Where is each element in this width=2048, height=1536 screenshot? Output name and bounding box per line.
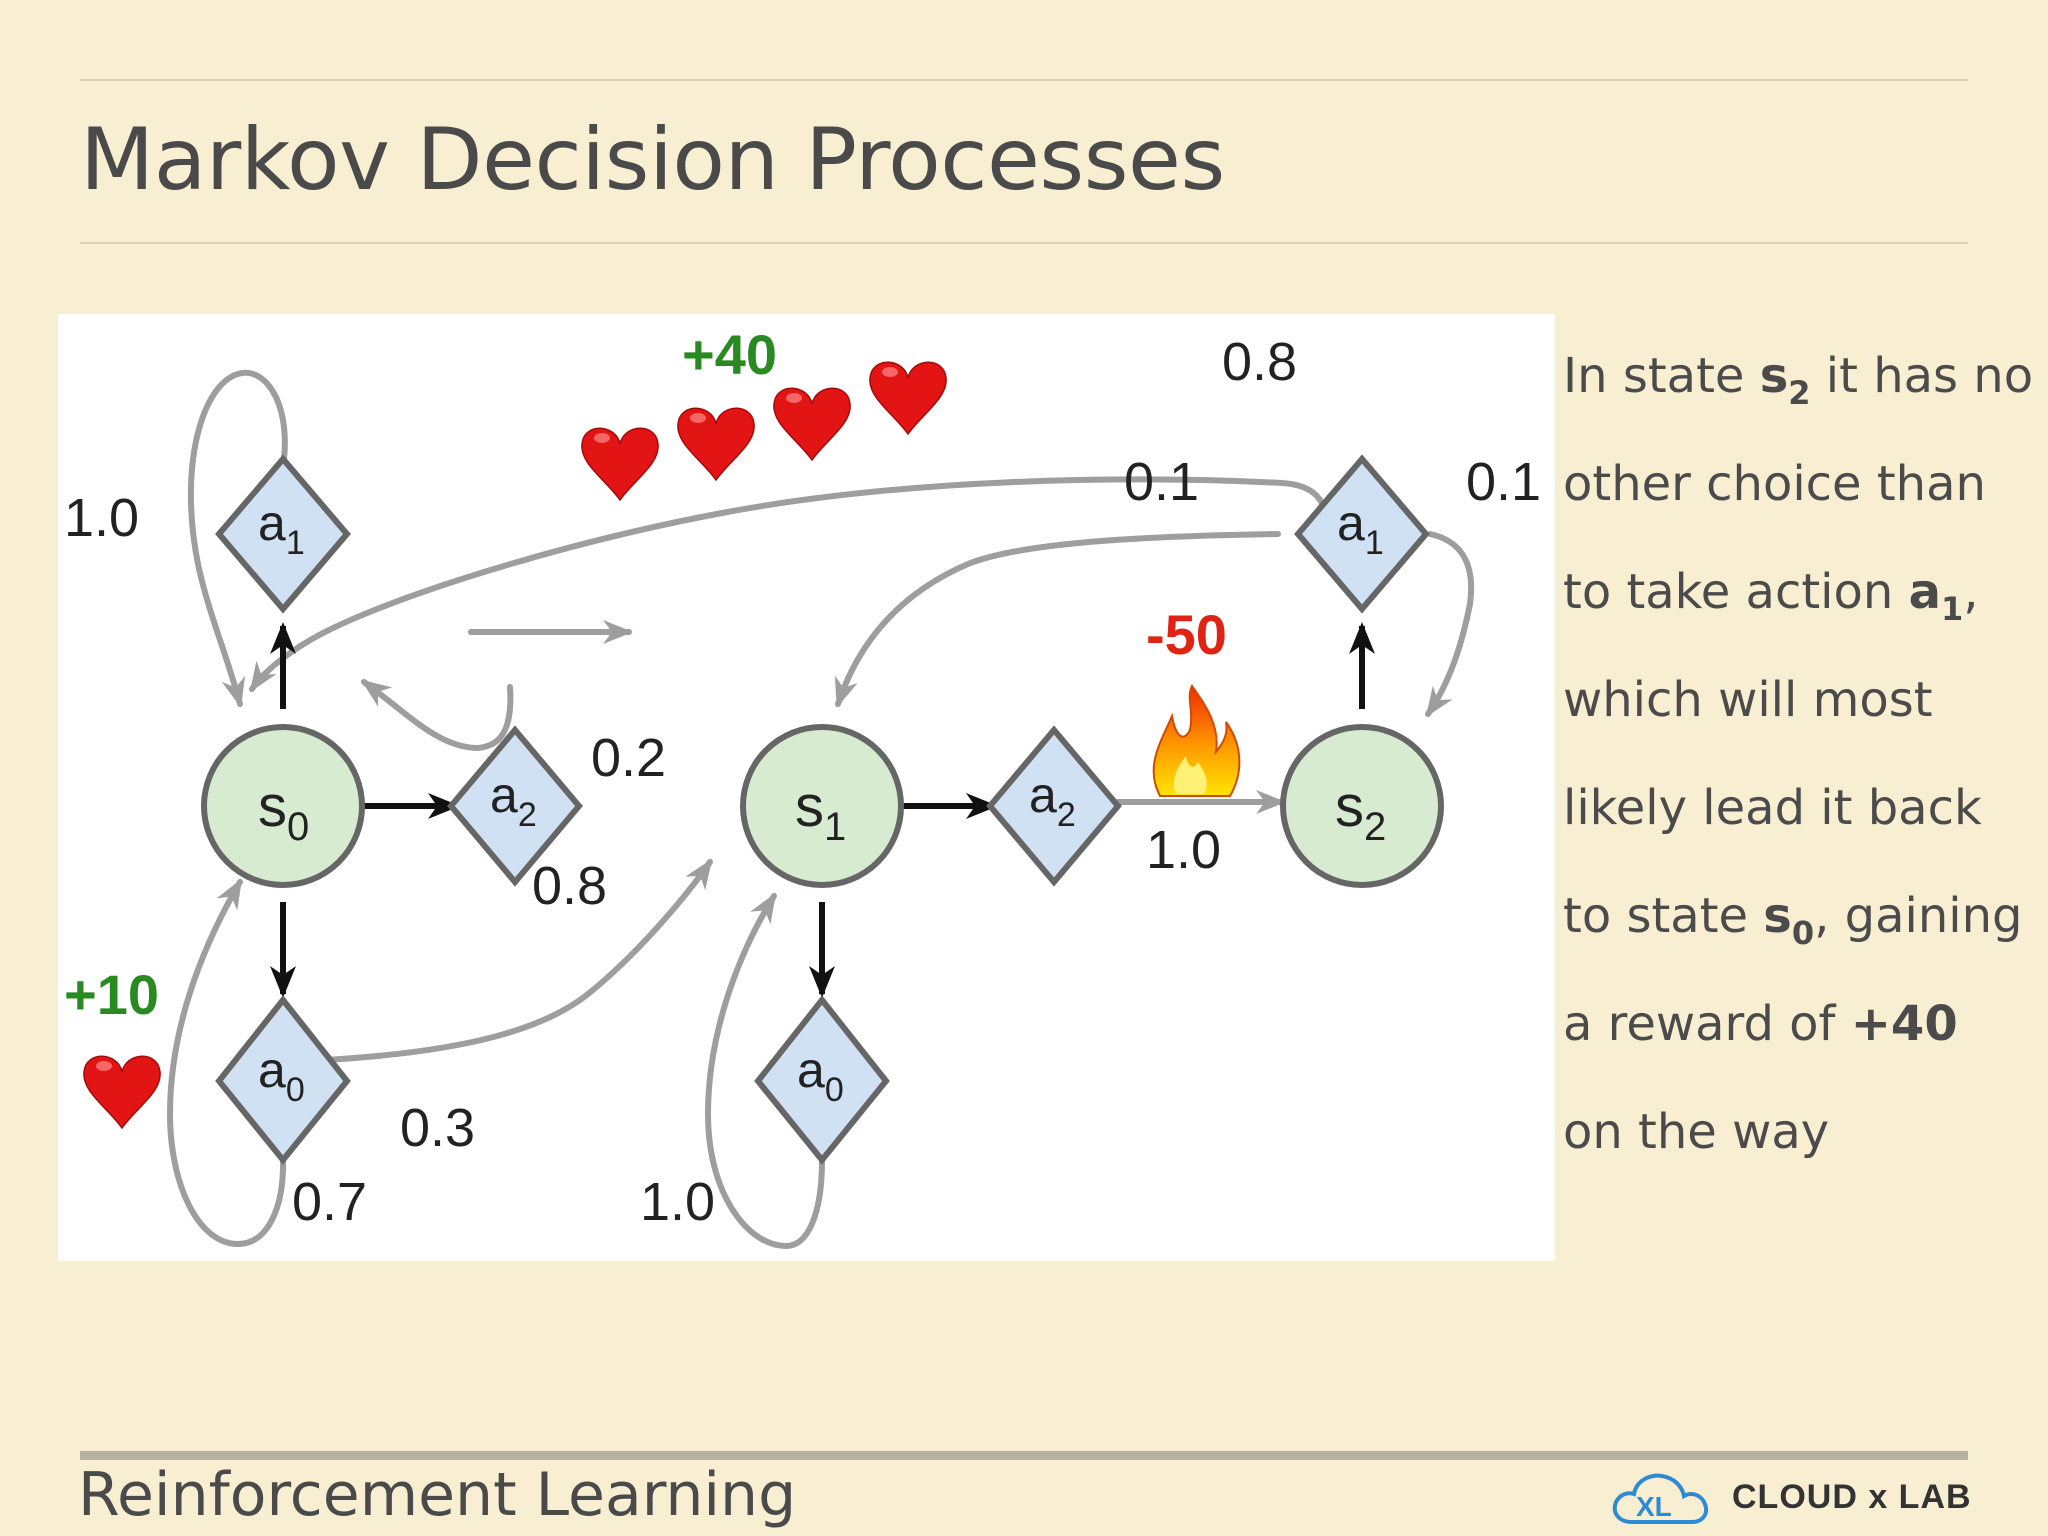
mdp-diagram: s0 s1 s2 a1 a2 a0 a2 a0 a1 1.0 0.2 0.8 0… — [58, 314, 1555, 1261]
explanation-line-8: on the way — [1563, 1104, 1830, 1160]
explanation-line-4: which will most — [1563, 672, 1933, 728]
prob-s2-a1-to-s0: 0.8 — [1222, 332, 1297, 392]
edge-s0-a1-to-s0 — [187, 369, 288, 708]
state-s1 — [740, 724, 904, 888]
prob-s0-a1-to-s0: 1.0 — [64, 488, 139, 548]
prob-s0-a0-to-s1: 0.3 — [400, 1098, 475, 1158]
action-s0-a1 — [215, 454, 351, 614]
action-s0-a0-label: a0 — [258, 1042, 305, 1109]
heart-icon — [581, 427, 659, 501]
heart-icon — [773, 387, 851, 461]
edge-s2-a1-to-s0 — [249, 476, 1331, 693]
reward-minus50: -50 — [1146, 603, 1227, 666]
action-s1-a0 — [754, 995, 890, 1165]
action-s0-a0 — [215, 995, 351, 1165]
action-s1-a2-label: a2 — [1029, 767, 1076, 834]
fire-icon — [1152, 684, 1241, 797]
explanation-line-3: to take action a1, — [1563, 564, 1979, 628]
state-s0-label: s0 — [258, 774, 309, 849]
action-s0-a1-label: a1 — [258, 495, 305, 562]
cloud-icon: XL — [1612, 1473, 1709, 1524]
prob-s0-a0-to-s0: 0.7 — [292, 1172, 367, 1232]
prob-s2-a1-to-s1: 0.1 — [1124, 452, 1199, 512]
edge-s1-a0-to-s1 — [704, 892, 825, 1250]
svg-text:XL: XL — [1636, 1491, 1672, 1522]
explanation-line-5: likely lead it back — [1563, 780, 1982, 836]
state-s0 — [201, 724, 365, 888]
edge-s0-a2-to-s0 — [360, 679, 514, 752]
edge-s0-a0-to-s1 — [305, 858, 713, 1064]
edge-s0-a0-to-s0 — [166, 878, 287, 1248]
action-s2-a1 — [1294, 454, 1430, 614]
state-s2-label: s2 — [1335, 774, 1386, 849]
logo-text: CLOUD x LAB — [1732, 1478, 1972, 1516]
heart-icon — [83, 1055, 161, 1129]
action-s0-a2-label: a2 — [490, 767, 537, 834]
prob-s1-a2-to-s2: 1.0 — [1146, 820, 1221, 880]
explanation-text: In state s2 it has no other choice than … — [1563, 322, 2043, 1186]
action-s1-a0-label: a0 — [797, 1042, 844, 1109]
action-s1-a2 — [986, 725, 1122, 887]
cloudxlab-logo: XL CLOUD x LAB — [1610, 1468, 1972, 1530]
title-divider — [80, 242, 1968, 244]
reward-plus40: +40 — [682, 323, 777, 386]
explanation-line-7: a reward of +40 — [1563, 996, 1958, 1052]
heart-icon — [677, 407, 755, 481]
slide-title: Markov Decision Processes — [80, 110, 1225, 210]
explanation-line-6: to state s0, gaining — [1563, 888, 2023, 952]
state-s1-label: s1 — [795, 774, 846, 849]
state-s2 — [1280, 724, 1444, 888]
action-s0-a2 — [447, 725, 583, 887]
heart-icon — [869, 361, 947, 435]
action-s2-a1-label: a1 — [1337, 495, 1384, 562]
footer-divider — [80, 1451, 1968, 1460]
reward-plus10: +10 — [64, 963, 159, 1026]
prob-s0-a2-to-s0: 0.8 — [532, 856, 607, 916]
edge-s2-a1-to-s1 — [834, 531, 1281, 708]
edge-s2-a1-to-s2 — [1425, 531, 1475, 718]
prob-s1-a0-to-s1: 1.0 — [640, 1172, 715, 1232]
prob-s2-a1-to-s2: 0.1 — [1466, 452, 1541, 512]
explanation-line-1: In state s2 it has no — [1563, 348, 2034, 412]
top-divider — [80, 79, 1968, 81]
footer-title: Reinforcement Learning — [78, 1460, 797, 1530]
prob-s0-a2-to-s1: 0.2 — [591, 728, 666, 788]
explanation-line-2: other choice than — [1563, 456, 1986, 512]
